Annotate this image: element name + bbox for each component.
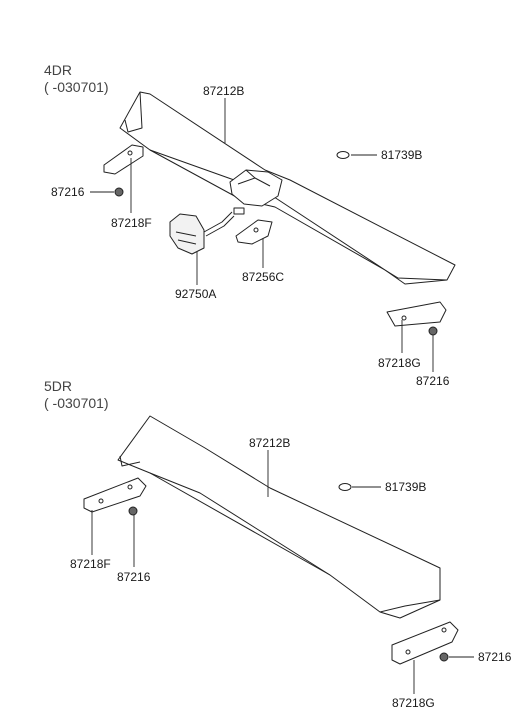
label-spoiler-4dr[interactable]: 87212B: [203, 84, 245, 98]
spoiler-4dr-end: [384, 269, 448, 281]
clip-87216-5dr-right: [439, 652, 449, 662]
bracket-87218G-4dr: [386, 301, 447, 327]
bracket-87218F-4dr: [103, 144, 144, 175]
clip-87216-4dr-left: [114, 187, 124, 197]
grommet-81739B-5dr: [338, 483, 352, 491]
label-bracket-4dr-right[interactable]: 87218G: [378, 356, 421, 370]
section-5dr-variant: 5DR: [44, 378, 73, 394]
label-clip-5dr-right[interactable]: 87216: [478, 650, 512, 664]
label-grommet-4dr[interactable]: 81739B: [381, 148, 423, 162]
section-4dr-variant: 4DR: [44, 62, 73, 78]
section-4dr-range: ( -030701): [44, 79, 109, 95]
spoiler-5dr-underside: [119, 455, 331, 576]
clip-87216-5dr-left: [128, 506, 138, 516]
label-clip-4dr-left[interactable]: 87216: [51, 185, 85, 199]
label-grommet-5dr[interactable]: 81739B: [385, 480, 427, 494]
label-bracket-5dr-left[interactable]: 87218F: [70, 557, 111, 571]
label-clip-4dr-right[interactable]: 87216: [416, 374, 450, 388]
label-clip-5dr-left[interactable]: 87216: [117, 570, 151, 584]
clip-87216-4dr-right: [428, 326, 438, 336]
label-spoiler-5dr[interactable]: 87212B: [249, 436, 291, 450]
label-bracket-5dr-right[interactable]: 87218G: [392, 696, 435, 710]
label-pad[interactable]: 87256C: [242, 270, 285, 284]
bracket-87218F-5dr: [83, 477, 147, 513]
label-lamp[interactable]: 92750A: [175, 287, 217, 301]
label-bracket-4dr-left[interactable]: 87218F: [111, 216, 152, 230]
grommet-81739B-4dr: [336, 151, 350, 159]
high-mount-stop-lamp-housing: [229, 169, 283, 207]
section-5dr-range: ( -030701): [44, 395, 109, 411]
pad-87256C: [235, 219, 273, 245]
spoiler-4dr: [119, 91, 456, 285]
